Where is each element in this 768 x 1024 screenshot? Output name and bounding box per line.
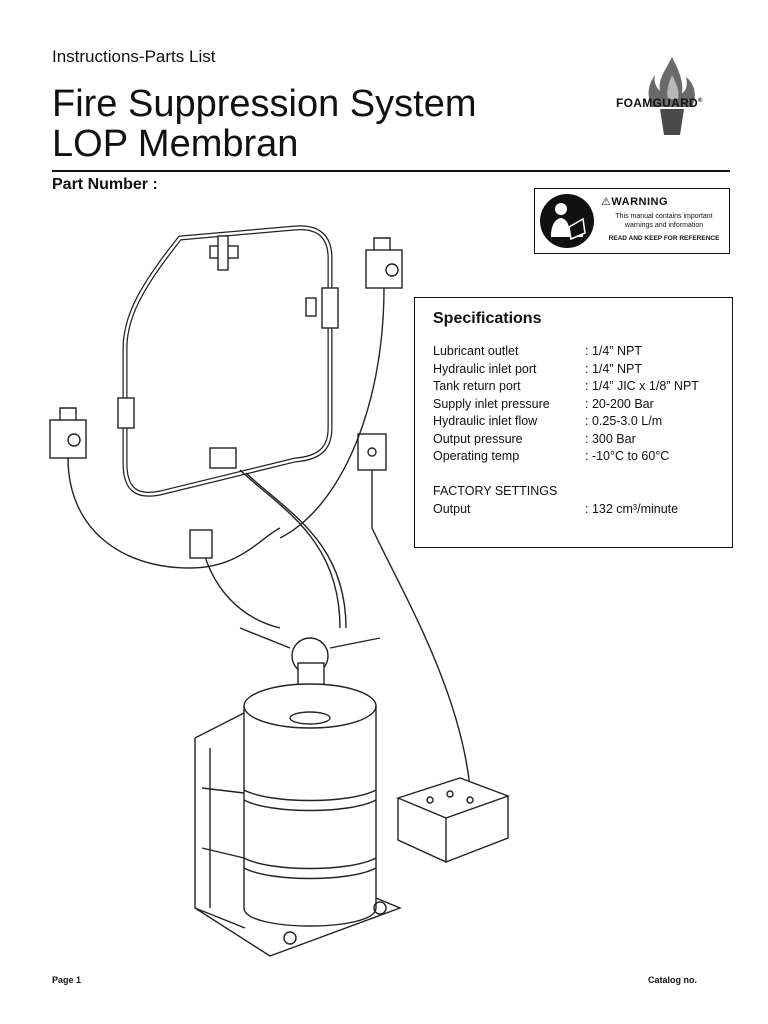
- spec-label: Operating temp: [433, 449, 520, 463]
- document-type: Instructions-Parts List: [52, 47, 216, 66]
- spec-label: Output: [433, 502, 471, 516]
- specifications-title: Specifications: [433, 310, 542, 327]
- spec-value: : 0.25-3.0 L/m: [585, 414, 663, 428]
- brand-logo: FOAMGUARD®: [616, 96, 703, 110]
- specifications-box: Specifications Lubricant outlet : 1/4” NP…: [414, 297, 733, 548]
- warning-box: ⚠WARNING This manual contains important …: [534, 188, 730, 254]
- spec-value: : 1/4” NPT: [585, 362, 642, 376]
- read-manual-icon: [540, 194, 594, 248]
- spec-label: Tank return port: [433, 379, 521, 393]
- page-title-line2: LOP Membran: [52, 123, 299, 165]
- alert-triangle-icon: ⚠: [601, 196, 612, 208]
- spec-value: : 1/4” JIC x 1/8” NPT: [585, 379, 699, 393]
- warning-body-line1: This manual contains important: [615, 213, 713, 220]
- header-divider: [52, 170, 730, 172]
- spec-label: Hydraulic inlet port: [433, 362, 537, 376]
- warning-footer: READ AND KEEP FOR REFERENCE: [608, 235, 720, 242]
- spec-label: Hydraulic inlet flow: [433, 414, 538, 428]
- spec-label: Lubricant outlet: [433, 344, 519, 358]
- spec-value: : 132 cm³/minute: [585, 502, 679, 516]
- factory-settings-heading: FACTORY SETTINGS: [433, 484, 558, 498]
- spec-value: : -10°C to 60°C: [585, 449, 670, 463]
- spec-value: : 20-200 Bar: [585, 397, 654, 411]
- spec-value: : 1/4” NPT: [585, 344, 642, 358]
- spec-label: Output pressure: [433, 432, 523, 446]
- spec-label: Supply inlet pressure: [433, 397, 550, 411]
- page-title-line1: Fire Suppression System: [52, 83, 477, 125]
- page-number: Page 1: [52, 975, 82, 985]
- brand-name: FOAMGUARD: [616, 96, 699, 110]
- spec-value: : 300 Bar: [585, 432, 636, 446]
- trademark-mark: ®: [698, 98, 703, 104]
- flame-icon: [648, 57, 695, 135]
- part-number-label: Part Number :: [52, 176, 158, 193]
- warning-heading: ⚠WARNING: [601, 195, 668, 208]
- warning-heading-text: WARNING: [611, 196, 669, 208]
- catalog-number-label: Catalog no.: [648, 975, 697, 985]
- system-illustration: [49, 225, 511, 957]
- warning-body-line2: warnings and information: [624, 222, 704, 229]
